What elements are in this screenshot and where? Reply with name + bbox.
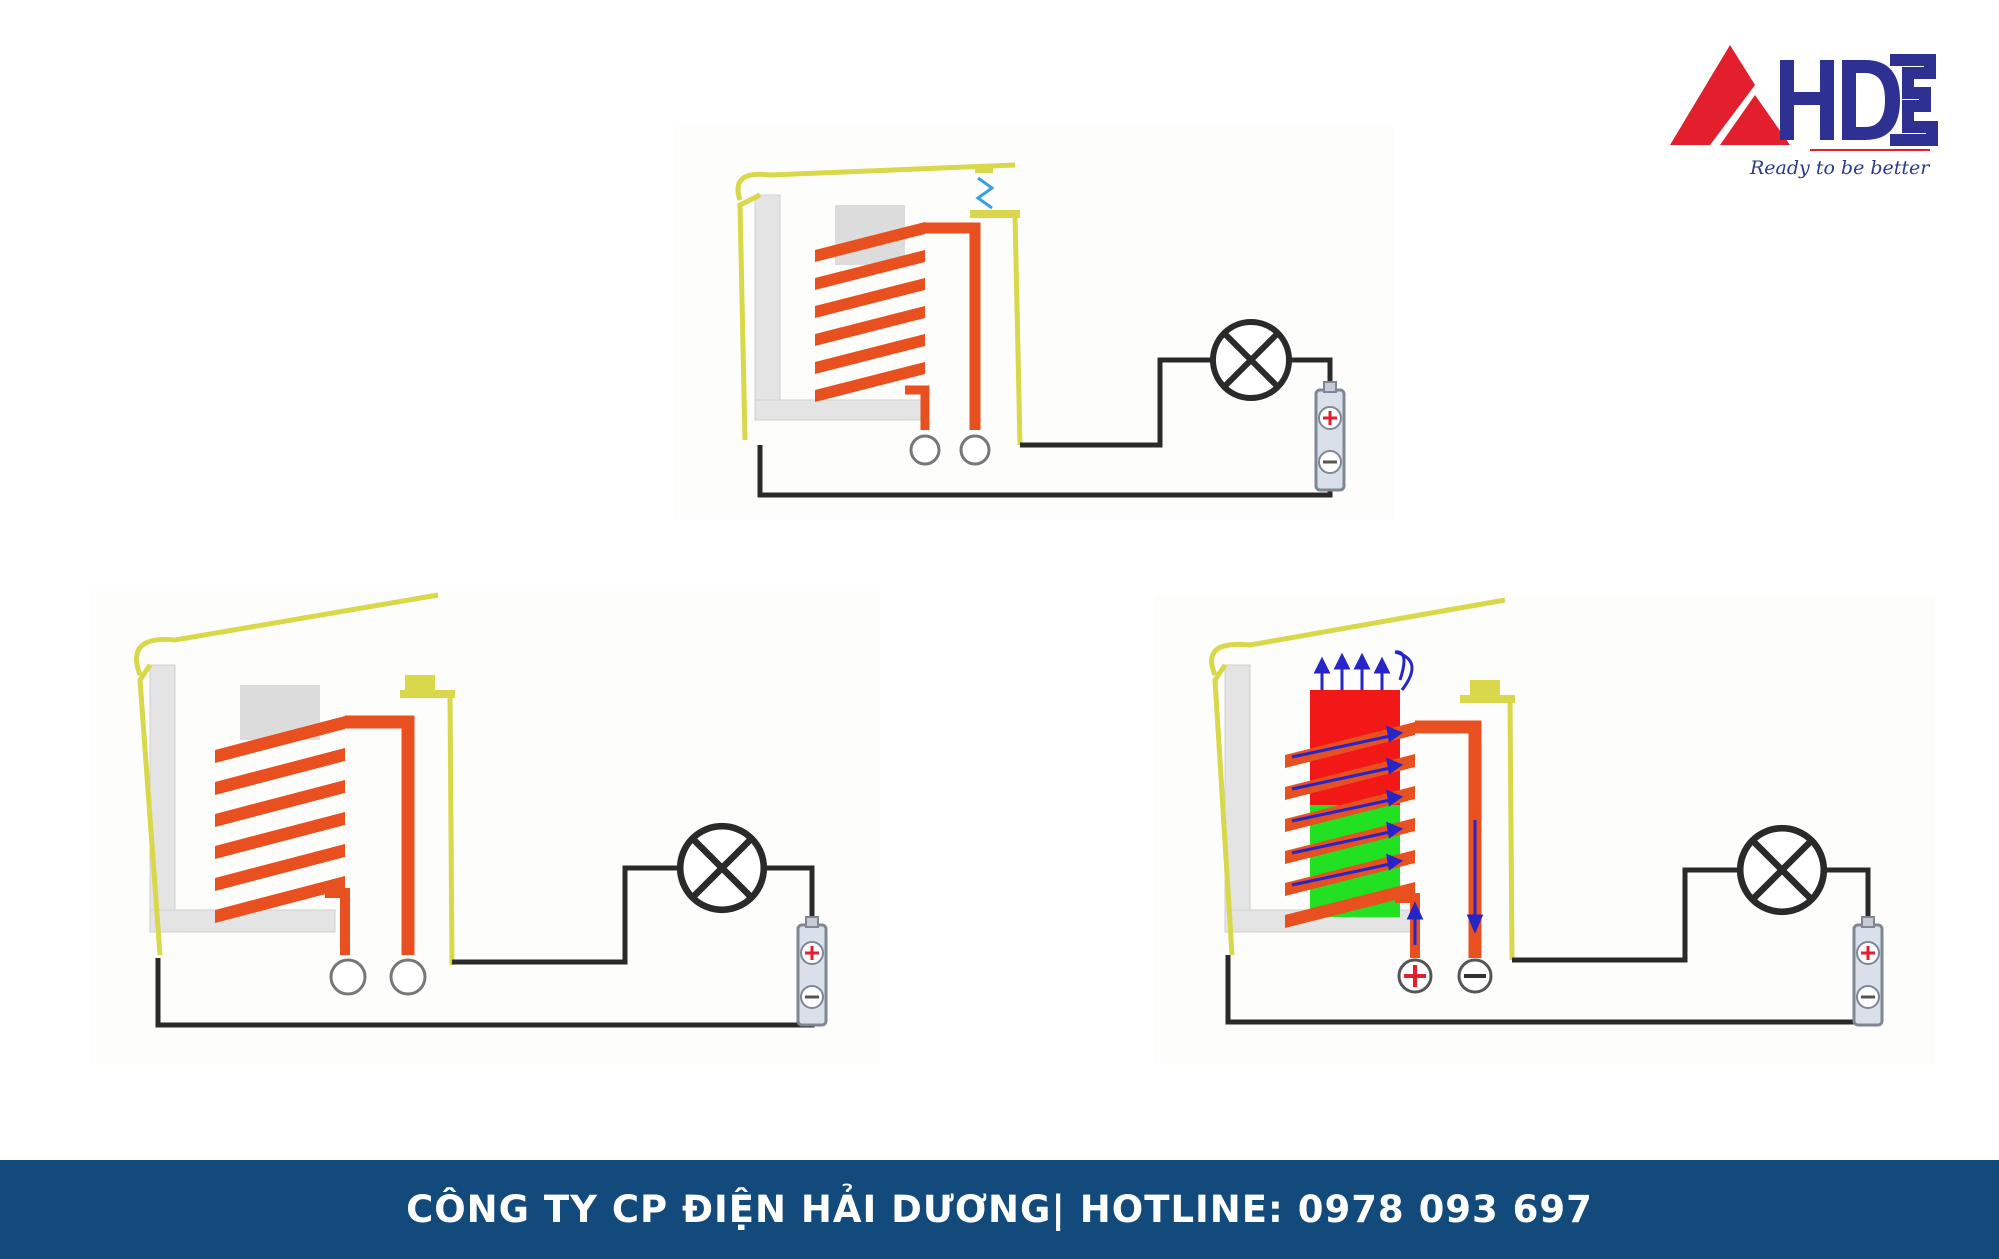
relay-panel-top bbox=[735, 162, 1346, 498]
relay-coil bbox=[215, 715, 415, 955]
lamp-icon bbox=[1213, 322, 1289, 398]
relay-armature bbox=[134, 592, 439, 956]
relay-panel-bottom-right bbox=[1209, 597, 1884, 1027]
magnetic-flux-arrows bbox=[1313, 650, 1414, 691]
lamp-icon bbox=[1740, 828, 1824, 912]
spring-icon bbox=[975, 165, 995, 210]
relay-armature bbox=[735, 162, 1016, 441]
battery-icon bbox=[1852, 915, 1884, 1027]
lamp-icon bbox=[680, 826, 764, 910]
fixed-contact bbox=[400, 675, 455, 966]
ahde-logo: Ready to be better bbox=[1660, 40, 1960, 190]
footer-company-hotline: CÔNG TY CP ĐIỆN HẢI DƯƠNG| HOTLINE: 0978… bbox=[406, 1188, 1593, 1231]
panel-top-background bbox=[675, 125, 1395, 520]
logo-tagline: Ready to be better bbox=[1750, 157, 1930, 179]
panel-bottom-right-background bbox=[1155, 595, 1935, 1065]
relay-coil bbox=[815, 222, 981, 430]
relay-core-frame bbox=[149, 664, 336, 933]
coil-terminal-positive bbox=[1397, 958, 1433, 994]
battery-icon bbox=[796, 915, 828, 1027]
relay-core-frame bbox=[754, 194, 926, 421]
fixed-contact bbox=[970, 210, 1023, 446]
relay-armature bbox=[1209, 597, 1506, 956]
coil-terminal-negative bbox=[1457, 958, 1493, 994]
ahde-logo-mark bbox=[1670, 45, 1938, 151]
panel-bottom-left-background bbox=[90, 590, 880, 1065]
battery-icon bbox=[1314, 380, 1346, 492]
coil-terminal-right bbox=[389, 958, 427, 996]
coil-terminal-left bbox=[909, 434, 941, 466]
relay-diagram-canvas bbox=[90, 125, 1935, 1065]
current-flow-arrows bbox=[1291, 725, 1484, 945]
relay-panel-bottom-left bbox=[134, 592, 828, 1028]
coil-terminal-left bbox=[329, 958, 367, 996]
fixed-contact bbox=[1460, 680, 1515, 961]
coil-terminal-right bbox=[959, 434, 991, 466]
footer-banner: CÔNG TY CP ĐIỆN HẢI DƯƠNG| HOTLINE: 0978… bbox=[0, 1160, 1999, 1259]
